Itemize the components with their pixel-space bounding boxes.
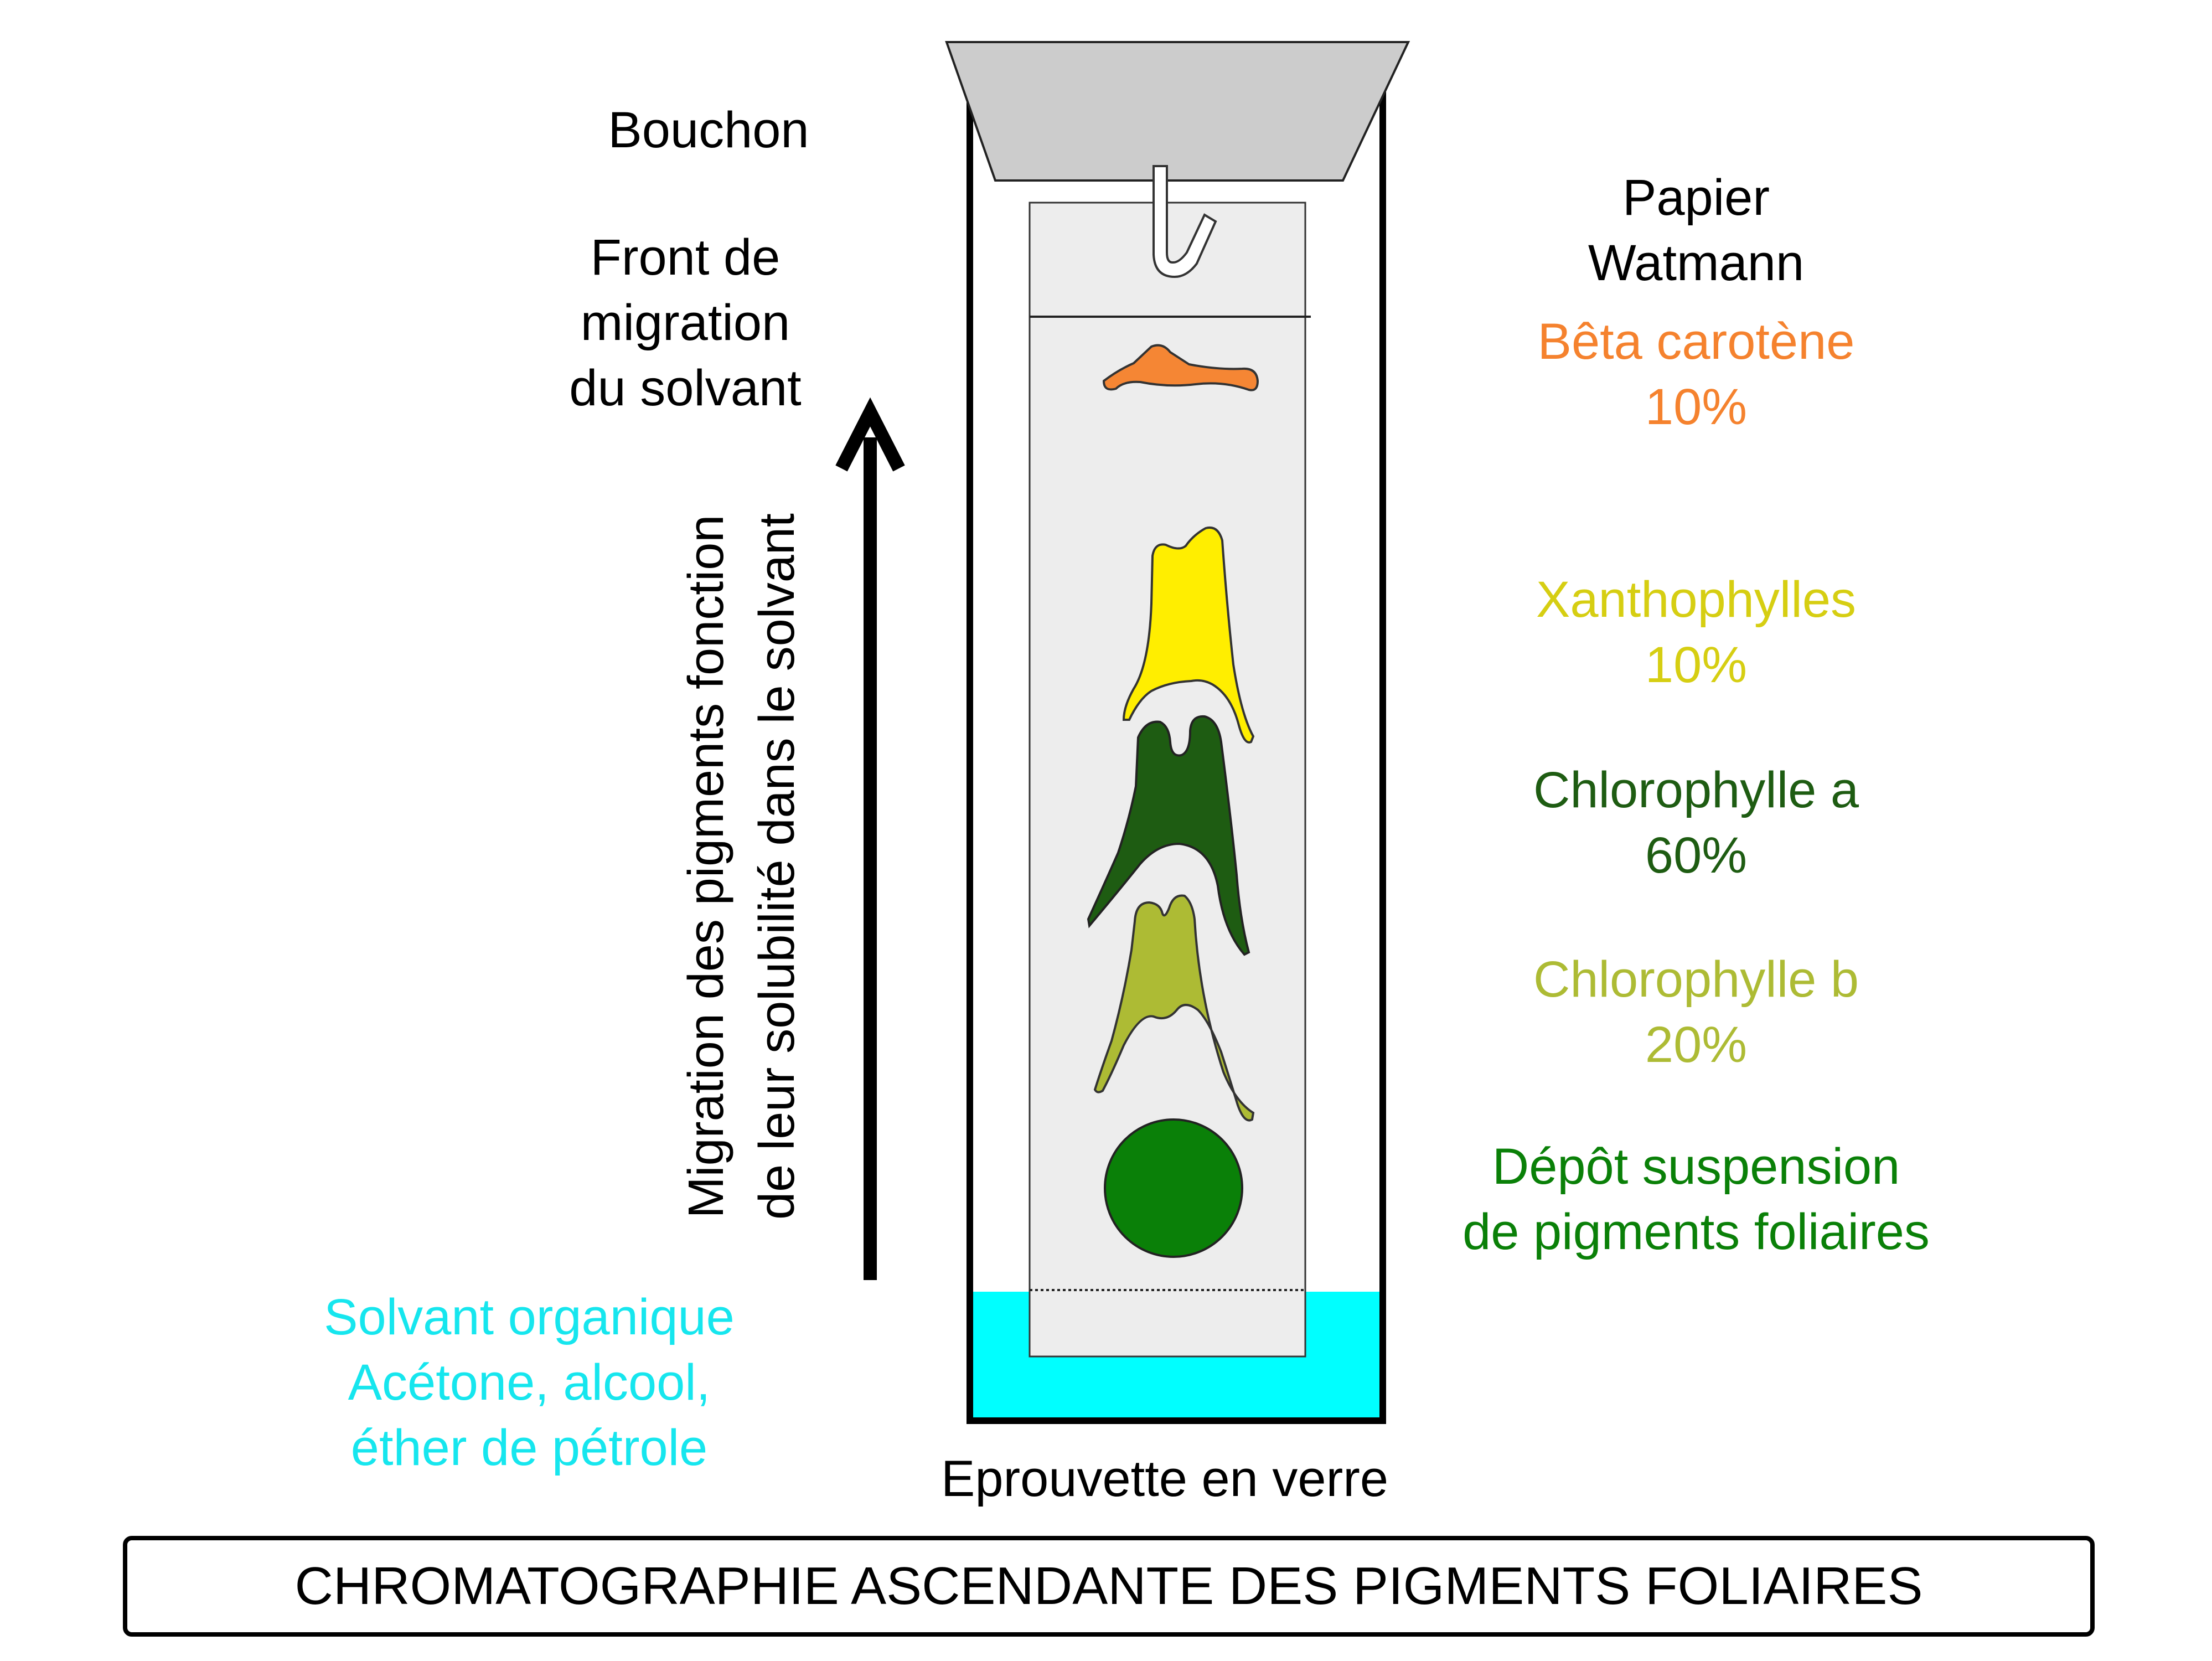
deposit-label: Dépôt suspension de pigments foliaires	[1462, 1138, 1930, 1260]
xanthophyll-band	[1122, 527, 1255, 744]
solvent-label: Solvant organique Acétone, alcool, éther…	[324, 1289, 735, 1476]
diagram-title: CHROMATOGRAPHIE ASCENDANTE DES PIGMENTS …	[123, 1536, 2095, 1637]
xanthophyll-label: Xanthophylles 10%	[1536, 571, 1856, 693]
tube-label: Eprouvette en verre	[940, 1451, 1389, 1507]
chlorophyll-b-label: Chlorophylle b 20%	[1533, 951, 1859, 1073]
solvent-front-label: Front de migration du solvant	[569, 229, 802, 416]
beta-carotene-label: Bêta carotène 10%	[1537, 313, 1855, 435]
pigment-deposit-spot	[1104, 1118, 1243, 1258]
beta-carotene-band	[1102, 344, 1259, 391]
chlorophyll-a-band	[1087, 715, 1250, 956]
chlorophyll-b-band	[1093, 894, 1255, 1122]
cap-label: Bouchon	[608, 102, 809, 158]
paper-label: Papier Watmann	[1588, 169, 1805, 291]
migration-explanation-label: Migration des pigments fonction de leur …	[679, 513, 805, 1220]
chlorophyll-a-label: Chlorophylle a 60%	[1533, 762, 1859, 884]
paper-hook	[1152, 165, 1217, 278]
migration-arrow-head	[835, 397, 905, 472]
diagram-title-text: CHROMATOGRAPHIE ASCENDANTE DES PIGMENTS …	[294, 1556, 1923, 1616]
glass-tube	[967, 91, 1386, 1424]
cap-stopper	[945, 41, 1410, 182]
